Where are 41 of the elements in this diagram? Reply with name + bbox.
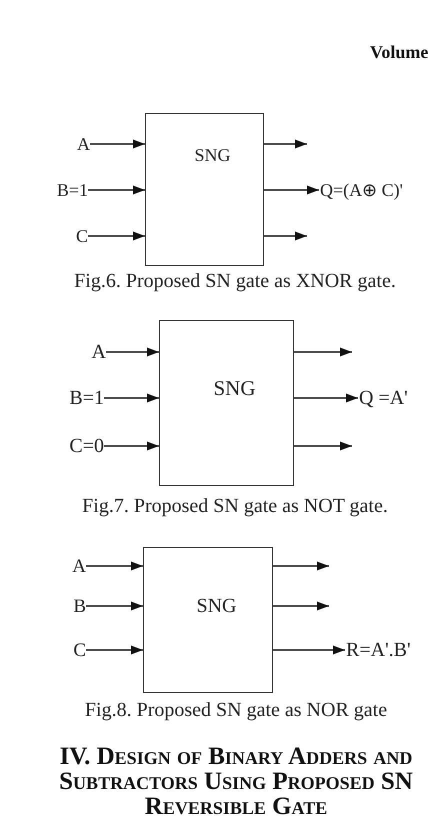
output-label: Q =A' bbox=[359, 388, 408, 408]
input-label: A bbox=[77, 135, 90, 153]
output-label: Q=(A⊕ C)' bbox=[320, 181, 403, 199]
gate-name: SNG bbox=[196, 595, 236, 618]
arrow bbox=[88, 232, 145, 240]
running-header: Volume bbox=[370, 42, 428, 63]
figure-caption: Fig.8. Proposed SN gate as NOR gate bbox=[84, 699, 388, 722]
input-label: A bbox=[92, 342, 106, 362]
arrow bbox=[106, 348, 159, 356]
arrow bbox=[86, 602, 143, 610]
arrow bbox=[273, 562, 329, 570]
arrow bbox=[294, 442, 352, 450]
arrow bbox=[104, 394, 159, 402]
input-label: B=1 bbox=[56, 181, 88, 199]
input-label: B=1 bbox=[69, 388, 104, 408]
arrow bbox=[264, 140, 307, 148]
gate-block bbox=[143, 547, 273, 693]
input-label: C=0 bbox=[69, 436, 104, 456]
arrow bbox=[88, 186, 145, 194]
output-label: R=A'.B' bbox=[346, 640, 411, 660]
gate-block bbox=[159, 320, 294, 486]
input-label: A bbox=[72, 556, 86, 576]
gate-block bbox=[145, 113, 264, 266]
arrow bbox=[264, 186, 319, 194]
arrow bbox=[294, 348, 352, 356]
input-label: C bbox=[73, 640, 86, 660]
arrow bbox=[273, 602, 329, 610]
arrow bbox=[86, 562, 143, 570]
figure-caption: Fig.7. Proposed SN gate as NOT gate. bbox=[82, 495, 388, 518]
arrow bbox=[86, 646, 143, 654]
gate-name: SNG bbox=[214, 376, 256, 400]
gate-name: SNG bbox=[194, 145, 230, 166]
section-heading: IV. Design of Binary Adders and Subtractors Using Proposed SN Reversible Gate bbox=[58, 744, 414, 819]
arrow bbox=[264, 232, 307, 240]
input-label: C bbox=[76, 227, 88, 245]
arrow bbox=[104, 442, 159, 450]
arrow bbox=[90, 140, 145, 148]
figure-caption: Fig.6. Proposed SN gate as XNOR gate. bbox=[74, 270, 396, 293]
input-label: B bbox=[73, 596, 86, 616]
arrow bbox=[294, 394, 358, 402]
arrow bbox=[273, 646, 345, 654]
